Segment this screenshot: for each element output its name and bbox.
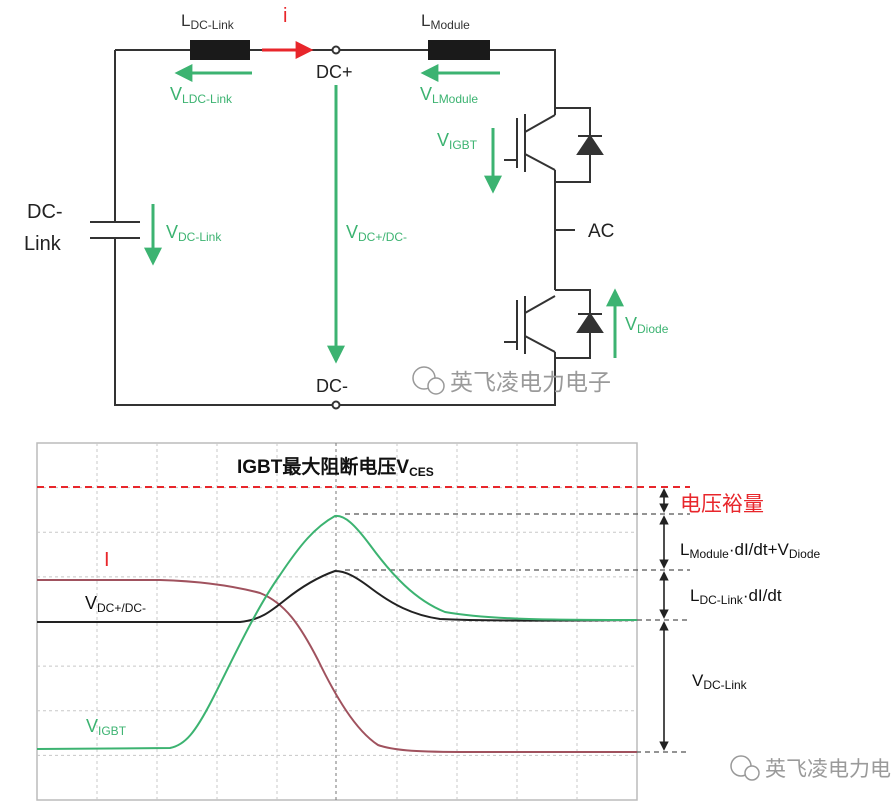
oscilloscope-panel: IGBT最大阻断电压VCES I VDC+/DC- VIGBT 电压裕量 LMo…: [36, 442, 892, 801]
label-v-ldclink: VLDC-Link: [170, 84, 233, 106]
wire-top-right: [490, 49, 556, 108]
label-current-i: I: [104, 549, 110, 571]
scope-title: IGBT最大阻断电压VCES: [237, 455, 434, 479]
watermark-text: 英飞凌电力电子: [765, 757, 892, 781]
label-ldclink-didt: LDC-Link·dI/dt: [690, 586, 782, 607]
terminal-dc-minus: [331, 400, 341, 410]
label-margin: 电压裕量: [680, 493, 764, 516]
watermark-scope: 英飞凌电力电子: [730, 755, 892, 781]
inductor-dclink: [190, 40, 250, 60]
lower-diode: [576, 312, 604, 333]
label-l-module: LModule: [421, 11, 470, 32]
wire-bottom-right: [339, 358, 556, 406]
lower-switch-igbt: [504, 295, 556, 354]
wechat-icon-small: [744, 765, 760, 781]
watermark-circuit: 英飞凌电力电子: [412, 366, 611, 396]
wire-left-bottom: [114, 238, 333, 406]
wechat-icon-small: [427, 377, 445, 395]
label-l-dclink: LDC-Link: [181, 11, 235, 32]
label-ac: AC: [588, 221, 614, 242]
waveform-current-i: [37, 579, 637, 753]
terminal-dc-plus: [331, 45, 341, 55]
upper-switch-igbt: [504, 114, 556, 172]
label-vdclink: VDC-Link: [692, 671, 748, 692]
label-v-lmodule: VLModule: [420, 84, 478, 106]
upper-diode: [576, 134, 604, 155]
waveform-vdcpm: [37, 569, 638, 623]
label-lmodule-didt: LModule·dI/dt+VDiode: [680, 540, 821, 561]
current-label: i: [283, 5, 287, 27]
inductor-module: [428, 40, 490, 60]
label-v-diode: VDiode: [625, 314, 669, 336]
circuit-diagram: [90, 45, 604, 410]
label-dc-minus: DC-: [316, 376, 348, 396]
watermark-text: 英飞凌电力电子: [450, 370, 611, 396]
label-v-dcpm: VDC+/DC-: [346, 222, 407, 244]
waveform-vigbt: [36, 514, 638, 750]
label-dclink-2: Link: [24, 233, 62, 255]
label-v-dclink: VDC-Link: [166, 222, 222, 244]
label-vdcpm: VDC+/DC-: [85, 593, 146, 615]
label-vigbt: VIGBT: [86, 716, 127, 738]
label-dc-plus: DC+: [316, 62, 353, 82]
label-v-igbt: VIGBT: [437, 130, 478, 152]
label-dclink-1: DC-: [27, 201, 63, 223]
